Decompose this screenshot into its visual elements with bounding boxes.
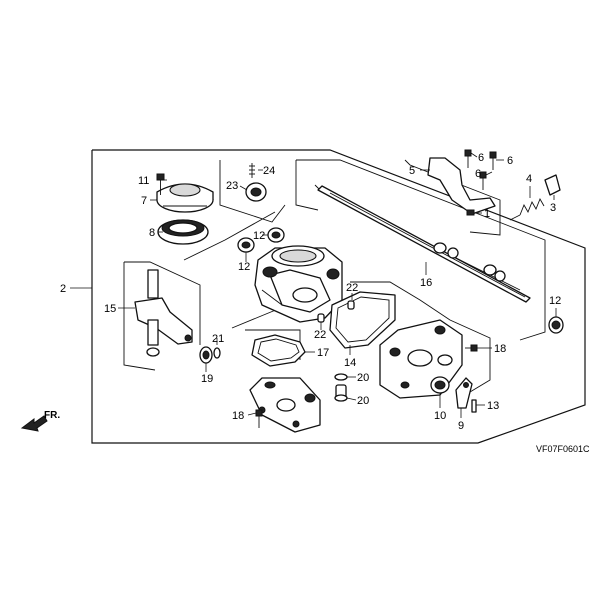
callouts: 2 11 7 8 23 24 12 12 15 21 19 17 14 22 2… bbox=[60, 152, 561, 432]
part-9-arm bbox=[455, 377, 473, 409]
part-6-bolt-b bbox=[489, 151, 497, 170]
part-20-oring-a bbox=[334, 373, 348, 381]
part-3-cap bbox=[544, 174, 561, 196]
part-8-seal bbox=[157, 219, 209, 245]
callout-2: 2 bbox=[60, 283, 66, 295]
callout-21: 21 bbox=[212, 333, 224, 345]
diagram-code: VF07F0601C bbox=[536, 444, 590, 454]
callout-3: 3 bbox=[550, 202, 556, 214]
callout-12-right: 12 bbox=[549, 295, 561, 307]
callout-24: 24 bbox=[263, 165, 275, 177]
part-13-pin bbox=[471, 399, 477, 413]
assembly-frame bbox=[91, 149, 586, 444]
part-17-gasket bbox=[251, 334, 306, 367]
front-direction-label: FR. bbox=[44, 410, 60, 421]
callout-14: 14 bbox=[344, 357, 356, 369]
part-22-pin-a bbox=[347, 300, 355, 310]
callout-6-c: 6 bbox=[475, 168, 481, 180]
part-22-pin-b bbox=[317, 313, 325, 323]
leader-lines bbox=[70, 152, 557, 418]
part-18-bolt-right bbox=[465, 344, 478, 352]
part-14-gasket bbox=[329, 291, 396, 349]
part-18-bolt-bottom bbox=[255, 409, 263, 428]
callout-9: 9 bbox=[458, 420, 464, 432]
part-7-cover bbox=[156, 183, 214, 213]
part-15-spindle bbox=[134, 269, 193, 357]
part-19-seal bbox=[199, 346, 213, 364]
callout-18-bottom: 18 bbox=[232, 410, 244, 422]
callout-19: 19 bbox=[201, 373, 213, 385]
callout-20-a: 20 bbox=[357, 372, 369, 384]
part-5-bracket bbox=[427, 157, 496, 215]
callout-11: 11 bbox=[138, 175, 149, 187]
callout-17: 17 bbox=[317, 347, 329, 359]
right-cover bbox=[379, 319, 463, 399]
callout-22-a: 22 bbox=[346, 282, 358, 294]
part-4-spring bbox=[509, 197, 545, 221]
part-6-bolt-a bbox=[464, 149, 472, 168]
bottom-cover bbox=[249, 377, 321, 433]
part-1-nut bbox=[466, 209, 475, 216]
part-20-oring-b bbox=[334, 384, 348, 402]
transmission-housing bbox=[254, 245, 343, 323]
callout-15: 15 bbox=[104, 303, 116, 315]
callout-12-top: 12 bbox=[253, 230, 265, 242]
callout-7: 7 bbox=[141, 195, 147, 207]
callout-6-b: 6 bbox=[507, 155, 513, 167]
callout-18-right: 18 bbox=[494, 343, 506, 355]
part-16-shaft bbox=[317, 185, 531, 303]
part-10-bearing bbox=[430, 376, 450, 394]
part-23-seal bbox=[245, 182, 267, 202]
callout-20-b: 20 bbox=[357, 395, 369, 407]
callout-10: 10 bbox=[434, 410, 446, 422]
front-direction-arrow: FR. bbox=[20, 410, 60, 432]
part-12-seal-left bbox=[237, 237, 255, 253]
callout-8: 8 bbox=[149, 227, 155, 239]
callout-1: 1 bbox=[484, 208, 490, 220]
callout-12-left: 12 bbox=[238, 261, 250, 273]
part-12-seal-top bbox=[267, 227, 285, 243]
callout-23: 23 bbox=[226, 180, 238, 192]
part-21-washer bbox=[213, 347, 221, 359]
part-24-pin bbox=[249, 163, 255, 178]
callout-16: 16 bbox=[420, 277, 432, 289]
callout-22-b: 22 bbox=[314, 329, 326, 341]
callout-4: 4 bbox=[526, 173, 532, 185]
callout-5: 5 bbox=[409, 165, 415, 177]
callout-13: 13 bbox=[487, 400, 499, 412]
callout-6-a: 6 bbox=[478, 152, 484, 164]
part-12-seal-right bbox=[548, 316, 564, 334]
